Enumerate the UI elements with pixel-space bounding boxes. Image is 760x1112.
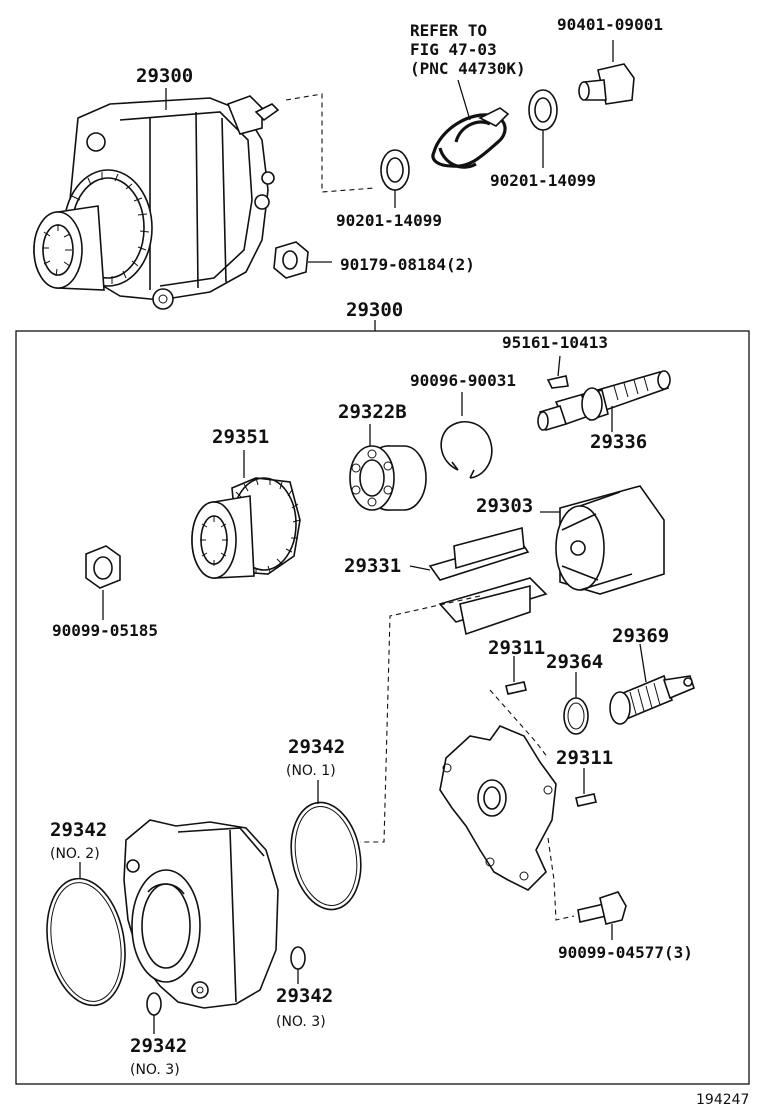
label-refer-line2: FIG 47-03 [410,40,497,59]
pin-29311-top-drawing [505,681,527,695]
label-29364: 29364 [546,651,603,673]
bearing-29322b-drawing [349,424,427,511]
label-refer-line3: (PNC 44730K) [410,59,526,78]
detail-frame [15,330,750,1085]
label-29351: 29351 [212,426,269,448]
oring-29342-no3-left-drawing [146,992,162,1016]
label-90179-08184: 90179-08184(2) [340,255,475,274]
label-29342-no1-note: (NO. 1) [286,763,336,779]
label-assembly-29300-top: 29300 [136,65,193,87]
label-29336: 29336 [590,431,647,453]
label-29342-no3-right-note: (NO. 3) [276,1014,326,1030]
vacuum-pump-assembly-drawing [33,95,280,310]
top-dashed-guide [285,93,376,193]
union-bolt-drawing [578,40,635,105]
image-code: 194247 [696,1092,749,1108]
key-95161-drawing [546,375,569,389]
check-valve-29369-drawing [609,643,695,725]
bolt-90099-04577-drawing [577,891,627,940]
label-29311-bottom: 29311 [556,747,613,769]
label-29342-no3-left-note: (NO. 3) [130,1062,180,1078]
pump-housing-drawing [123,819,279,1009]
label-90201-14099-right: 90201-14099 [490,171,596,190]
rotor-29303-drawing [540,485,665,595]
label-29369: 29369 [612,625,669,647]
label-95161-10413: 95161-10413 [502,333,608,352]
oring-29342-no3-right-drawing [290,946,306,970]
label-29303: 29303 [476,495,533,517]
gasket-washer-right-drawing [528,89,558,168]
snap-ring-90096-drawing [440,420,493,479]
label-assembly-29300-box: 29300 [346,299,403,321]
oring-29342-no1-drawing [290,801,362,911]
center-dashed-guide [360,595,481,843]
nut-90099-05185-drawing [85,545,121,620]
label-29342-no3-right: 29342 [276,985,333,1007]
pin-dashed-guide [489,689,549,759]
oring-29342-no2-drawing [46,877,126,1007]
end-cover-plate-drawing [439,725,557,891]
label-29331: 29331 [344,555,401,577]
pin-29311-bottom-drawing [575,793,597,807]
label-29342-no1: 29342 [288,736,345,758]
gasket-washer-left-drawing [380,149,410,208]
bolt-dashed-guide [547,837,575,921]
vanes-29331-drawing [409,526,548,636]
label-29342-no2-note: (NO. 2) [50,846,100,862]
label-29322b: 29322B [338,401,407,423]
union-hose-assembly-drawing [431,79,510,169]
label-90401-09001: 90401-09001 [557,15,663,34]
nut-90179-drawing [273,241,332,279]
label-90201-14099-left: 90201-14099 [336,211,442,230]
label-90099-05185: 90099-05185 [52,621,158,640]
label-90099-04577: 90099-04577(3) [558,943,693,962]
gear-29351-drawing [191,450,301,579]
label-29311-top: 29311 [488,637,545,659]
label-90096-90031: 90096-90031 [410,371,516,390]
label-refer-line1: REFER TO [410,21,487,40]
label-29342-no3-left: 29342 [130,1035,187,1057]
label-29342-no2: 29342 [50,819,107,841]
shaft-29336-drawing [537,370,671,432]
